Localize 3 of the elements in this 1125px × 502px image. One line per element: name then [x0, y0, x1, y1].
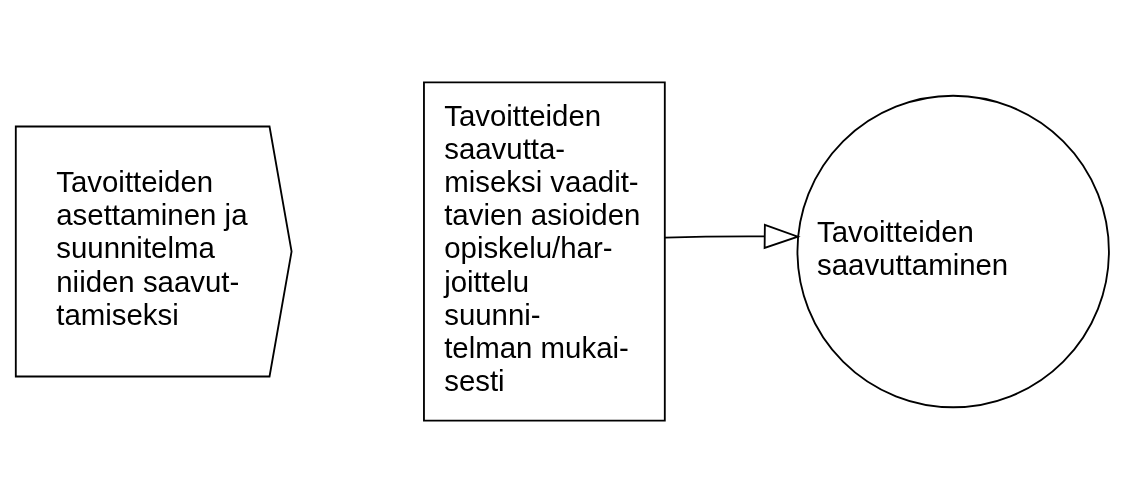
- node-box: Tavoitteiden saavutta- miseksi vaadit- tavien asioiden opiskelu/har- joittelu suunni- telman mukai- sesti: [423, 80, 666, 422]
- node-circle: Tavoitteiden saavuttaminen: [796, 94, 1110, 408]
- arrow: [664, 223, 801, 249]
